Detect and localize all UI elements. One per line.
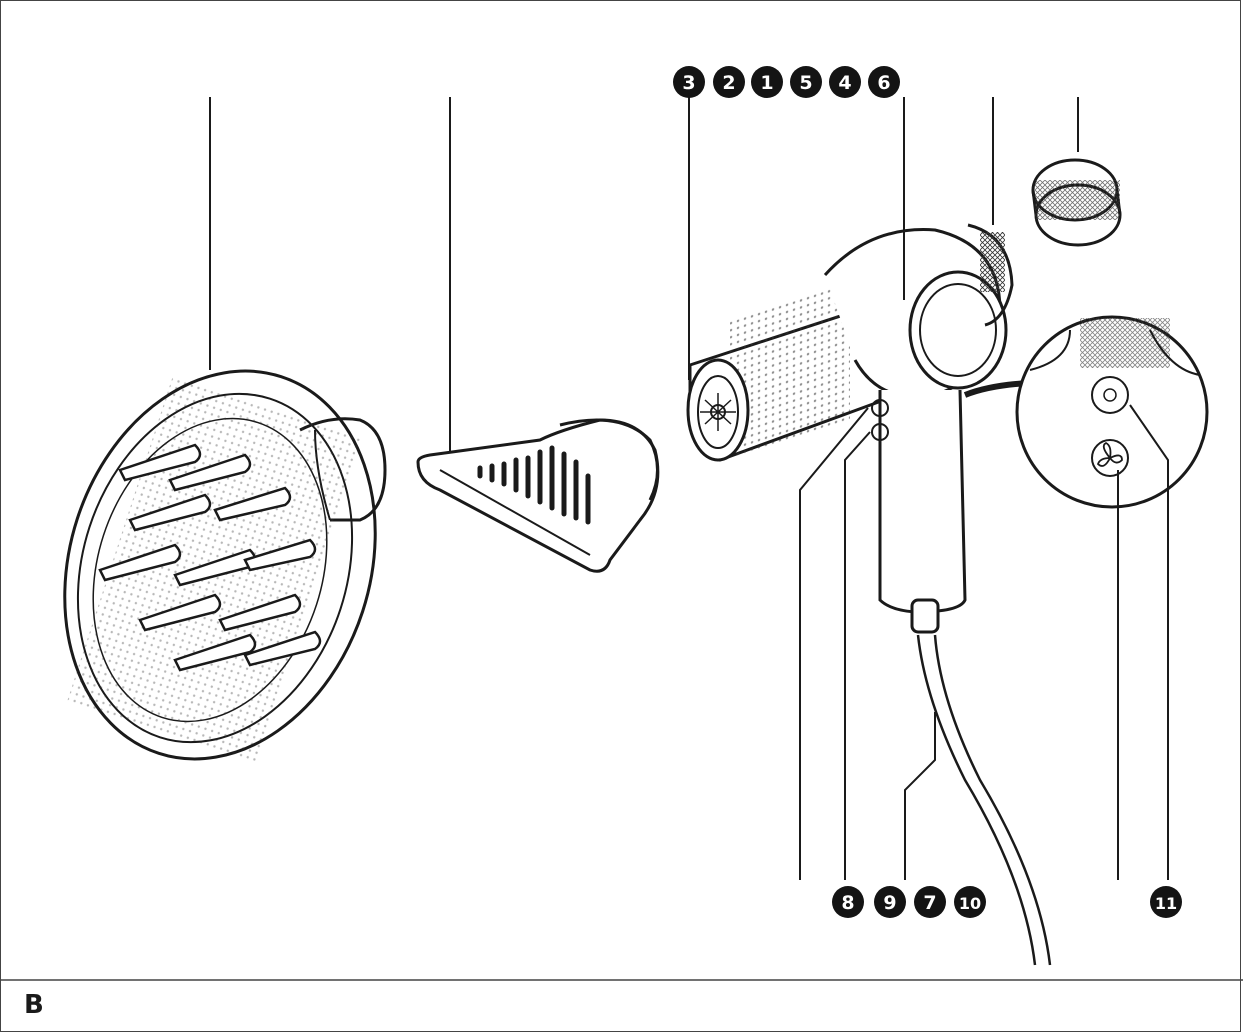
filter-ring <box>1031 97 1122 247</box>
callout-badge: 8 <box>832 886 864 918</box>
callout-number: 10 <box>959 894 981 913</box>
callout-badge: 3 <box>673 66 705 98</box>
callout-number: 6 <box>877 72 890 94</box>
callout-badge: 10 <box>954 886 986 918</box>
diffuser-attachment <box>63 97 387 763</box>
callout-badge: 1 <box>751 66 783 98</box>
callout-number: 1 <box>760 72 773 94</box>
callout-number: 2 <box>722 72 735 94</box>
concentrator-nozzle <box>416 97 660 573</box>
hair-dryer-body <box>686 223 1052 966</box>
callout-number: 11 <box>1155 894 1177 913</box>
callout-number: 7 <box>923 892 936 914</box>
callouts-bottom: 8 9 7 10 11 <box>832 886 1182 918</box>
control-panel-detail <box>1015 315 1209 509</box>
callout-number: 9 <box>883 892 896 914</box>
callout-number: 3 <box>682 72 695 94</box>
callout-badge: 4 <box>829 66 861 98</box>
figure-label: B <box>24 990 44 1020</box>
leader-lines <box>688 97 1169 880</box>
callouts-top: 3 2 1 5 4 6 <box>673 66 900 98</box>
callout-badge: 7 <box>914 886 946 918</box>
callout-badge: 5 <box>790 66 822 98</box>
callout-number: 8 <box>841 892 854 914</box>
callout-badge: 2 <box>713 66 745 98</box>
callout-badge: 6 <box>868 66 900 98</box>
callout-badge: 11 <box>1150 886 1182 918</box>
callout-number: 5 <box>799 72 812 94</box>
callout-badge: 9 <box>874 886 906 918</box>
callout-number: 4 <box>838 72 851 94</box>
